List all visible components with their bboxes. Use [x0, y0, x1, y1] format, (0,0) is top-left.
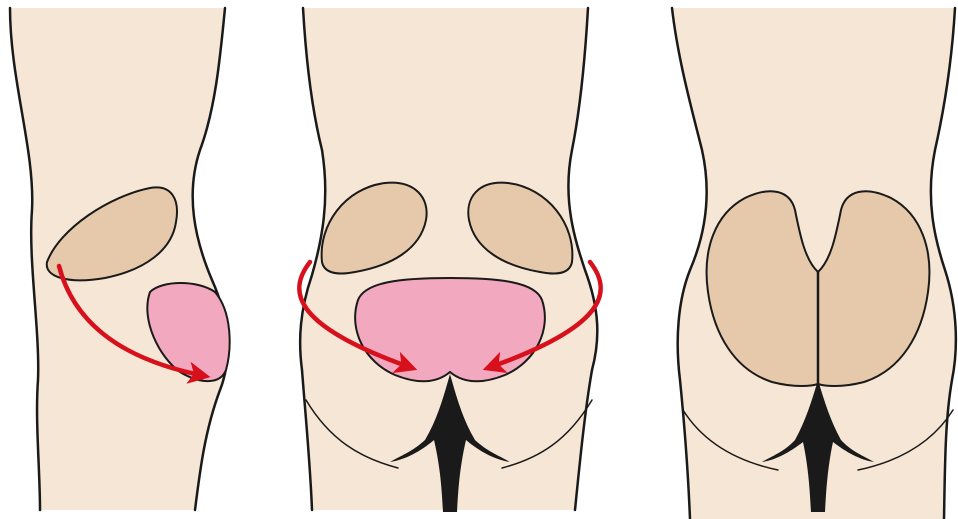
panel-posterior — [299, 8, 600, 512]
panel-oblique-side — [10, 8, 230, 510]
defect-2 — [355, 278, 545, 381]
panel-posterior-result — [672, 8, 956, 519]
